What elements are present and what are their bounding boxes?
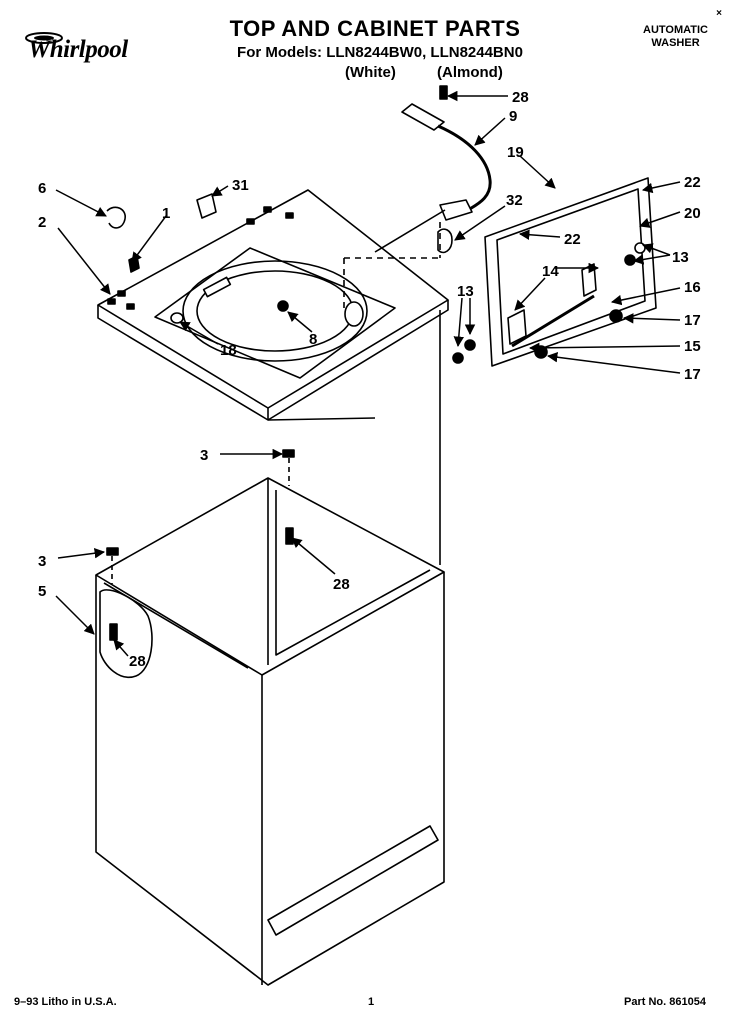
product-type-line2: WASHER (651, 37, 700, 49)
callout-28-cabinet-top: 28 (333, 576, 350, 593)
callout-17-upper: 17 (684, 312, 701, 329)
footer-part-number: Part No. 861054 (624, 996, 706, 1008)
diagram-title: TOP AND CABINET PARTS (229, 16, 521, 41)
logo-swoosh-icon (25, 32, 63, 44)
whirlpool-logo: Whirlpool (20, 30, 150, 70)
leader-lines (55, 90, 681, 657)
callout-labels: 28 9 6 31 1 2 19 32 22 20 22 13 14 16 13… (38, 89, 701, 670)
callout-3-upper: 3 (200, 447, 208, 464)
models-line: For Models: LLN8244BW0, LLN8244BN0 (237, 44, 523, 61)
callout-1: 1 (162, 205, 170, 222)
callout-9-wire-harness: 9 (509, 108, 517, 125)
callout-13-right: 13 (672, 249, 689, 266)
callout-17-lower: 17 (684, 366, 701, 383)
callout-15: 15 (684, 338, 701, 355)
top-panel (97, 189, 449, 421)
callout-22-top: 22 (684, 174, 701, 191)
callout-5-cabinet: 5 (38, 583, 46, 600)
variant-almond: (Almond) (437, 64, 503, 81)
cabinet (95, 310, 445, 986)
callout-19-lid: 19 (507, 144, 524, 161)
logo-wordmark: Whirlpool (28, 36, 128, 63)
callout-14: 14 (542, 263, 559, 280)
callout-20: 20 (684, 205, 701, 222)
callout-32: 32 (506, 192, 523, 209)
variant-white: (White) (345, 64, 396, 81)
footer-page-number: 1 (368, 996, 375, 1008)
callout-22-mid: 22 (564, 231, 581, 248)
callout-8: 8 (309, 331, 317, 348)
product-type: AUTOMATIC WASHER (643, 24, 708, 50)
callout-28-hinge-screw: 28 (512, 89, 529, 106)
callout-18: 18 (220, 342, 237, 359)
product-type-line1: AUTOMATIC (643, 24, 708, 36)
callout-28-cabinet-side: 28 (129, 653, 146, 670)
callout-13-left: 13 (457, 283, 474, 300)
callout-16: 16 (684, 279, 701, 296)
corner-mark: × (716, 8, 722, 19)
callout-31: 31 (232, 177, 249, 194)
footer-litho: 9–93 Litho in U.S.A. (14, 996, 117, 1008)
callout-2: 2 (38, 214, 46, 231)
callout-3-lower: 3 (38, 553, 46, 570)
lid-hinge-harness (106, 85, 492, 312)
callout-6: 6 (38, 180, 46, 197)
